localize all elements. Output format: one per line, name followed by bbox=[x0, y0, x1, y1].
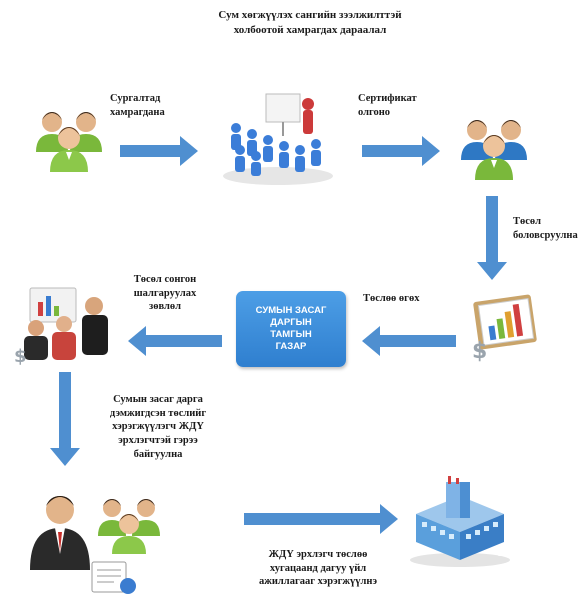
svg-text:$: $ bbox=[472, 339, 487, 364]
diagram-title: Сум хөгжүүлэх сангийн зээлжилттэй холбоо… bbox=[150, 8, 470, 38]
office-box-line-1: СУМЫН ЗАСАГ bbox=[255, 305, 327, 317]
title-line-1: Сум хөгжүүлэх сангийн зээлжилттэй bbox=[218, 9, 402, 21]
presentation-training-icon bbox=[223, 93, 333, 185]
meeting-people-icon: $ bbox=[14, 287, 108, 367]
title-line-2: холбоотой хамрагдах дараалал bbox=[233, 23, 387, 36]
label-governor-line-3: хэрэгжүүлэгч ЖДҮ bbox=[112, 421, 204, 433]
label-governor-line-5: байгуулна bbox=[133, 448, 183, 460]
sum-governor-office-box: СУМЫН ЗАСАГ ДАРГЫН ТАМГЫН ГАЗАР bbox=[236, 291, 346, 367]
label-project-prepare-line-2: боловсруулна bbox=[513, 229, 578, 241]
svg-text:$: $ bbox=[14, 346, 27, 367]
label-governor-line-2: дэмжигдсэн төслийг bbox=[109, 407, 207, 419]
arrow-left-1 bbox=[362, 326, 456, 356]
label-sme-repay: ЖДҮ эрхлэгч төслөө хугацаанд дагуу үйл а… bbox=[238, 548, 398, 589]
chart-document-icon: $ bbox=[472, 294, 537, 364]
label-certificate-line-1: Сертификат bbox=[358, 93, 417, 104]
label-training-line-1: Сургалтад bbox=[110, 93, 161, 104]
arrow-right-1 bbox=[120, 136, 198, 166]
office-box-line-2: ДАРГЫН bbox=[270, 317, 312, 329]
arrow-right-2 bbox=[362, 136, 440, 166]
label-training-line-2: хамрагдана bbox=[110, 106, 165, 118]
label-certificate-line-2: олгоно bbox=[358, 106, 391, 118]
businessman-team-icon bbox=[30, 496, 160, 594]
label-governor-line-4: эрхлэгчтэй гэрээ bbox=[118, 434, 198, 446]
arrow-down-2 bbox=[50, 372, 80, 466]
label-sme-repay-line-1: ЖДҮ эрхлэгч төслөө bbox=[268, 549, 368, 560]
label-project-select-line-2: шалгаруулах bbox=[133, 287, 197, 299]
office-building-icon bbox=[408, 476, 510, 567]
label-governor-line-1: Сумын засаг дарга bbox=[113, 394, 203, 405]
arrow-right-3 bbox=[244, 504, 398, 534]
label-project-select-line-1: Төсөл сонгон bbox=[133, 274, 197, 285]
label-project-select: Төсөл сонгон шалгаруулах зөвлөл bbox=[110, 273, 220, 314]
label-certificate: Сертификат олгоно bbox=[358, 92, 417, 119]
office-box-line-3: ТАМГЫН bbox=[270, 329, 312, 340]
office-box-line-4: ГАЗАР bbox=[275, 340, 307, 352]
label-sme-repay-line-3: ажиллагааг хэрэгжүүлнэ bbox=[259, 576, 377, 588]
label-training: Сургалтад хамрагдана bbox=[110, 92, 165, 119]
label-project-select-line-3: зөвлөл bbox=[148, 301, 182, 313]
people-group-icon bbox=[461, 120, 527, 180]
arrow-left-2 bbox=[128, 326, 222, 356]
arrow-down-1 bbox=[477, 196, 507, 280]
label-governor-agreement: Сумын засаг дарга дэмжигдсэн төслийг хэр… bbox=[88, 393, 228, 461]
label-project-prepare: Төсөл боловсруулна bbox=[513, 215, 578, 242]
label-sme-repay-line-2: хугацаанд дагуу үйл bbox=[269, 562, 367, 574]
label-project-prepare-line-1: Төсөл bbox=[513, 216, 542, 227]
people-group-icon bbox=[36, 112, 102, 172]
label-project-submit: Төслөө өгөх bbox=[363, 293, 420, 304]
